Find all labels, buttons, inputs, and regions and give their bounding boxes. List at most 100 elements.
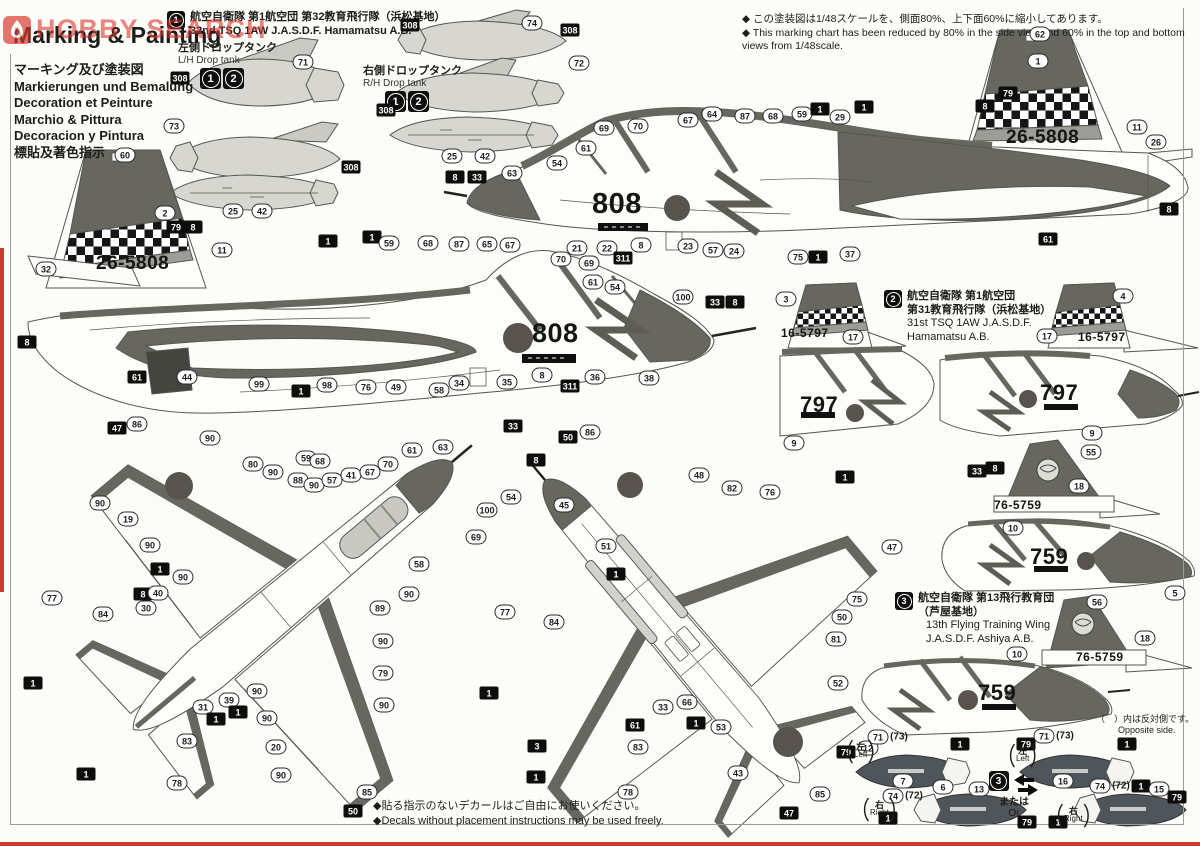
- text-line: ◆Decals without placement instructions m…: [373, 815, 664, 827]
- rh-tank-label-jp: 右側ドロップタンク: [363, 65, 462, 77]
- callout-72: (72): [905, 790, 923, 802]
- text-line: Decoration et Peinture: [14, 95, 153, 110]
- callout-57: 57: [321, 472, 343, 488]
- callout-308: 308: [341, 160, 361, 174]
- callout-33: 33: [967, 464, 987, 478]
- section-text-line: 航空自衛隊 第1航空団: [907, 290, 1016, 302]
- text-line: ◆貼る指示のないデカールはご自由にお使いください。: [373, 800, 646, 812]
- page-border-left: [10, 54, 11, 824]
- callout-61: 61: [401, 442, 423, 458]
- callout-84: 84: [92, 606, 114, 622]
- callout-24: 24: [723, 243, 745, 259]
- callout-79: 79: [1016, 737, 1036, 751]
- callout-69: 69: [578, 255, 600, 271]
- marking-759: 759: [978, 680, 1017, 705]
- callout-75: 75: [846, 591, 868, 607]
- section-text-line: 航空自衛隊 第1航空団 第32教育飛行隊（浜松基地）: [190, 11, 446, 23]
- callout-8: 8: [1159, 202, 1179, 216]
- callout-58: 58: [428, 382, 450, 398]
- callout-50: 50: [831, 609, 853, 625]
- callout-70: 70: [627, 118, 649, 134]
- callout-34: 34: [448, 375, 470, 391]
- callout-54: 54: [500, 489, 522, 505]
- marking-76-5759: 76-5759: [1076, 650, 1124, 664]
- callout-83: 83: [176, 733, 198, 749]
- callout-73: (73): [1056, 730, 1074, 742]
- callout-100: 100: [476, 502, 498, 518]
- callout-61: 61: [582, 274, 604, 290]
- or-label-en: Or: [1008, 808, 1020, 819]
- callout-85: 85: [356, 784, 378, 800]
- callout-1: 1: [950, 737, 970, 751]
- section-3-text: 航空自衛隊 第13飛行教育団（芦屋基地）13th Flying Training…: [918, 592, 1054, 646]
- callout-18: 18: [1134, 630, 1156, 646]
- page-border-right: [1183, 8, 1184, 824]
- callout-86: 86: [126, 416, 148, 432]
- callout-67: 67: [677, 112, 699, 128]
- callout-17: 17: [1036, 328, 1058, 344]
- callout-1: 1: [362, 230, 382, 244]
- callout-1: 1: [291, 384, 311, 398]
- text-line: マーキング及び塗装図: [14, 62, 144, 77]
- opposite-note-jp: （ ）内は反対側です。: [1096, 714, 1195, 724]
- callout-68: 68: [417, 235, 439, 251]
- callout-55: 55: [1080, 444, 1102, 460]
- callout-8: 8: [17, 335, 37, 349]
- callout-48: 48: [688, 467, 710, 483]
- callout-61: 61: [575, 140, 597, 156]
- lh-tank-label-jp: 左側ドロップタンク: [178, 42, 277, 54]
- text-line: Marchio & Pittura: [14, 111, 122, 127]
- callout-76: 76: [759, 484, 781, 500]
- callout-99: 99: [248, 376, 270, 392]
- callout-73: (73): [890, 731, 908, 743]
- section-text-line: 13th Flying Training Wing: [926, 619, 1051, 631]
- callout-308: 308: [400, 18, 420, 32]
- callout-69: 69: [593, 120, 615, 136]
- callout-87: 87: [448, 236, 470, 252]
- callout-1: 1: [228, 705, 248, 719]
- callout-59: 59: [791, 106, 813, 122]
- callout-90: 90: [139, 537, 161, 553]
- tank-section-badge-1: 1: [200, 68, 221, 89]
- callout-15: 15: [1148, 781, 1170, 797]
- callout-59: 59: [378, 235, 400, 251]
- text-line: Markierungen und Bemalung: [14, 78, 194, 94]
- callout-79: 79: [372, 665, 394, 681]
- callout-90: 90: [256, 710, 278, 726]
- callout-75: 75: [787, 249, 809, 265]
- callout-40: 40: [147, 585, 169, 601]
- marking-16-5797: 16-5797: [1078, 330, 1126, 344]
- marking-797: 797: [800, 392, 839, 417]
- callout-79: 79: [836, 745, 856, 759]
- callout-38: 38: [638, 370, 660, 386]
- callout-10: 10: [1006, 646, 1028, 662]
- callout-89: 89: [369, 600, 391, 616]
- callout-51: 51: [595, 538, 617, 554]
- callout-67: 67: [359, 464, 381, 480]
- section-text-line: J.A.S.D.F. Ashiya A.B.: [926, 632, 1034, 645]
- callout-25: 25: [441, 148, 463, 164]
- callout-308: 308: [560, 23, 580, 37]
- marking-808: 808: [592, 188, 642, 220]
- lh-drop-tank-drawings: [169, 37, 345, 211]
- callout-65: 65: [476, 236, 498, 252]
- callout-8: 8: [183, 220, 203, 234]
- marking-16-5797: 16-5797: [781, 326, 829, 340]
- section-text-line: 32nd TSQ 1AW J.A.S.D.F. Hamamatsu A.B.: [190, 24, 412, 37]
- swap-arrows-icon: [1014, 774, 1038, 796]
- section-text-line: 航空自衛隊 第13飛行教育団: [918, 592, 1055, 604]
- callout-80: 80: [242, 456, 264, 472]
- rh-drop-tank-drawings: [389, 9, 567, 153]
- section3-fuselage-2: [861, 655, 1131, 736]
- callout-17: 17: [842, 329, 864, 345]
- callout-45: 45: [553, 497, 575, 513]
- callout-79: 79: [1167, 790, 1187, 804]
- callout-2: 2: [154, 205, 176, 221]
- callout-1: 1: [526, 770, 546, 784]
- callout-90: 90: [199, 430, 221, 446]
- callout-1: 1: [878, 811, 898, 825]
